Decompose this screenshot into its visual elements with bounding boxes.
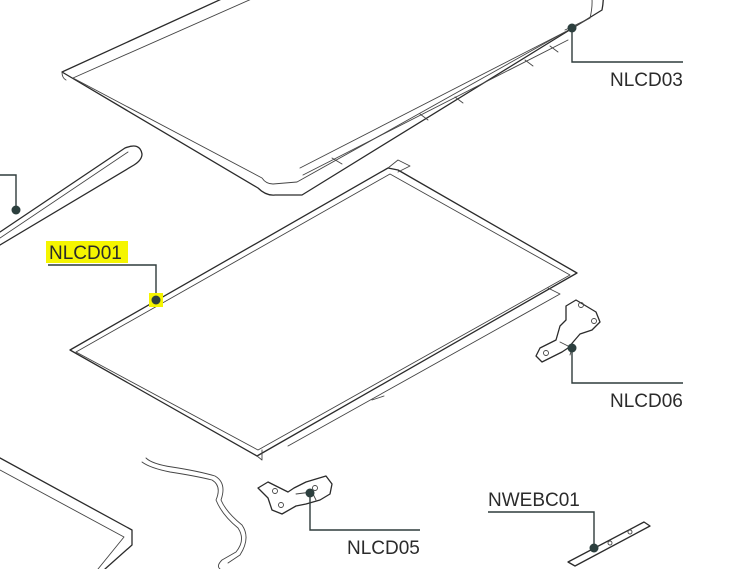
callout-nlcd06: NLCD06 — [610, 391, 683, 412]
callout-nlcd05: NLCD05 — [347, 538, 420, 559]
lcd-bezel — [61, 0, 604, 196]
lcd-cable — [141, 457, 247, 569]
hinge-left — [257, 475, 333, 515]
hinge-right — [535, 299, 601, 363]
lcd-cover-corner — [0, 457, 133, 569]
callout-nwebc01: NWEBC01 — [488, 490, 580, 511]
callout-highlight — [46, 241, 128, 263]
callout-nlcd01: NLCD01 — [49, 243, 122, 264]
leader-nlcd05 — [305, 488, 420, 531]
lcd-back-cover-edge — [0, 145, 143, 246]
leader-nlcd03 — [567, 23, 683, 63]
leader-nlcd01 — [48, 264, 163, 307]
webcam-board — [567, 521, 651, 567]
leader-nwebc01 — [488, 511, 599, 553]
lcd-panel — [69, 159, 578, 461]
callout-nlcd03: NLCD03 — [610, 70, 683, 91]
leader-nlcd06 — [567, 343, 683, 384]
leader-left-edge — [0, 174, 21, 215]
